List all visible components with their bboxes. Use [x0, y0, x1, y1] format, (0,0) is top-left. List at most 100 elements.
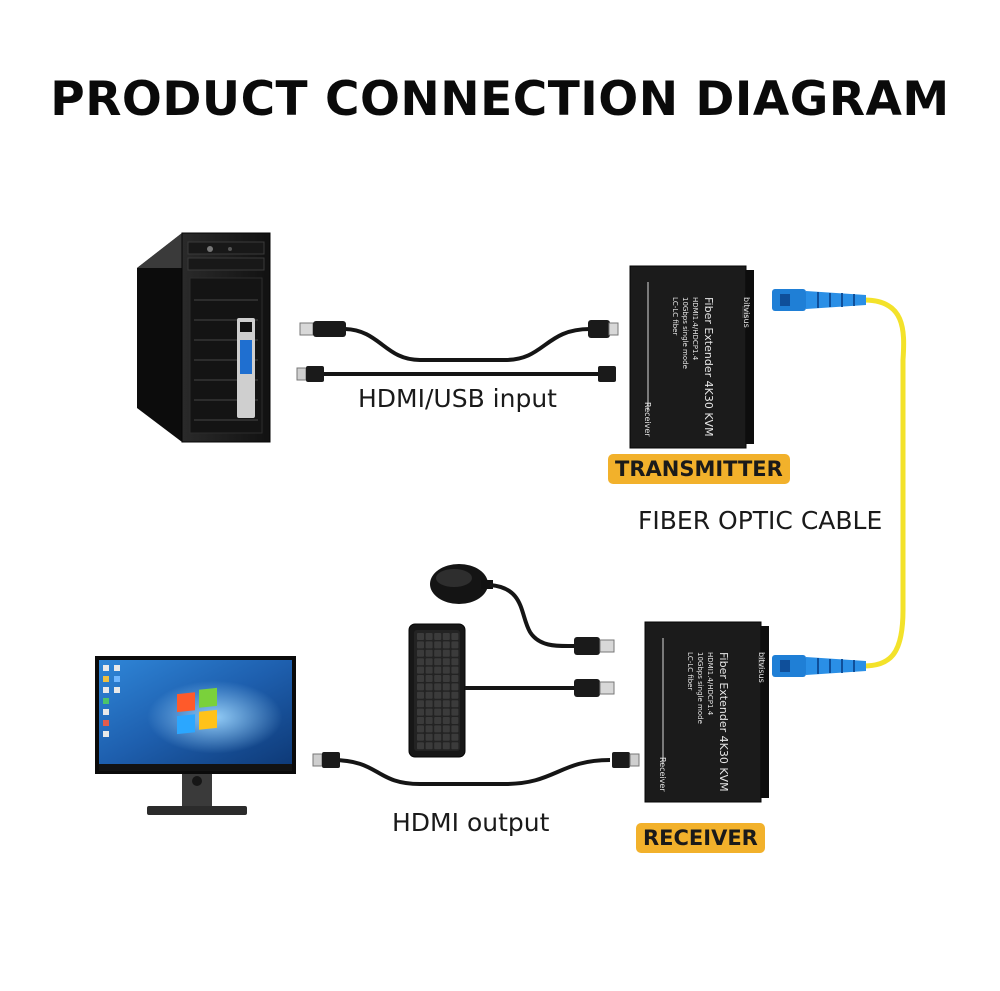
keyboard-key — [417, 725, 424, 733]
keyboard-key — [417, 742, 424, 750]
svg-text:10Gbps single mode: 10Gbps single mode — [696, 652, 704, 724]
keyboard-key — [451, 658, 459, 666]
keyboard-key — [451, 733, 459, 741]
keyboard-key — [434, 725, 442, 733]
keyboard-key — [434, 708, 442, 716]
keyboard-key — [417, 733, 424, 741]
receiver-device: bitvisus Fiber Extender 4K30 KVM HDMI1.4… — [644, 621, 769, 803]
keyboard-key — [434, 717, 442, 724]
svg-text:bitvisus: bitvisus — [742, 297, 751, 328]
keyboard-key — [425, 649, 433, 657]
keyboard-key — [451, 666, 459, 674]
keyboard-key — [417, 691, 424, 699]
keyboard-key — [425, 725, 433, 733]
transmitter-device: bitvisus Fiber Extender 4K30 KVM HDMI1.4… — [629, 265, 754, 449]
keyboard-key — [442, 683, 450, 691]
keyboard-key — [425, 641, 433, 649]
keyboard-key — [442, 725, 450, 733]
keyboard-key — [425, 733, 433, 741]
receiver-badge: RECEIVER — [636, 823, 765, 853]
monitor-icon — [95, 656, 296, 815]
keyboard-key — [451, 675, 459, 682]
transmitter-label-text: bitvisus Fiber Extender 4K30 KVM HDMI1.4… — [643, 297, 751, 437]
svg-text:Receiver: Receiver — [643, 402, 652, 437]
keyboard-key — [442, 658, 450, 666]
keyboard-key — [434, 733, 442, 741]
keyboard-key — [434, 700, 442, 708]
keyboard-key — [442, 700, 450, 708]
keyboard-key — [442, 633, 450, 640]
hdmi-output-label: HDMI output — [392, 808, 550, 837]
keyboard-key — [434, 641, 442, 649]
keyboard-key — [451, 641, 459, 649]
keyboard-key — [425, 666, 433, 674]
keyboard-keys — [417, 633, 459, 750]
keyboard-key — [417, 649, 424, 657]
keyboard-key — [425, 633, 433, 640]
transmitter-badge: TRANSMITTER — [608, 454, 790, 484]
keyboard-key — [451, 717, 459, 724]
keyboard-key — [425, 717, 433, 724]
keyboard-key — [434, 742, 442, 750]
hdmi-usb-input-label: HDMI/USB input — [358, 384, 557, 413]
svg-text:LC-LC fiber: LC-LC fiber — [686, 652, 694, 690]
keyboard-key — [425, 700, 433, 708]
keyboard-key — [451, 683, 459, 691]
svg-text:Receiver: Receiver — [658, 757, 667, 792]
keyboard-key — [451, 742, 459, 750]
hdmi-output-cable — [312, 752, 640, 786]
keyboard-key — [417, 633, 424, 640]
svg-text:Fiber Extender 4K30 KVM: Fiber Extender 4K30 KVM — [702, 297, 715, 437]
svg-text:bitvisus: bitvisus — [757, 652, 766, 683]
keyboard-key — [425, 683, 433, 691]
keyboard-key — [442, 641, 450, 649]
svg-text:HDMI1.4/HDCP1.4: HDMI1.4/HDCP1.4 — [706, 652, 714, 716]
page-title: PRODUCT CONNECTION DIAGRAM — [50, 72, 950, 127]
hdmi-usb-input-cables — [296, 320, 619, 382]
windows-logo-icon — [177, 687, 217, 735]
keyboard-key — [417, 641, 424, 649]
keyboard-key — [434, 666, 442, 674]
svg-text:10Gbps single mode: 10Gbps single mode — [681, 297, 689, 369]
pc-tower-icon — [137, 232, 271, 443]
keyboard-key — [451, 708, 459, 716]
keyboard-key — [434, 691, 442, 699]
keyboard-key — [442, 742, 450, 750]
desktop-icons — [103, 665, 120, 737]
keyboard-key — [442, 708, 450, 716]
keyboard-key — [434, 683, 442, 691]
keyboard-key — [425, 742, 433, 750]
keyboard-key — [417, 708, 424, 716]
keyboard-key — [442, 666, 450, 674]
fiber-optic-cable — [772, 289, 907, 677]
keyboard-key — [425, 708, 433, 716]
keyboard-key — [451, 691, 459, 699]
keyboard-key — [417, 683, 424, 691]
keyboard-key — [417, 675, 424, 682]
keyboard-icon — [408, 623, 615, 758]
fiber-optic-cable-label: FIBER OPTIC CABLE — [638, 506, 883, 535]
keyboard-key — [417, 666, 424, 674]
svg-text:HDMI1.4/HDCP1.4: HDMI1.4/HDCP1.4 — [691, 297, 699, 361]
keyboard-key — [442, 733, 450, 741]
keyboard-key — [442, 691, 450, 699]
svg-text:Fiber Extender 4K30 KVM: Fiber Extender 4K30 KVM — [717, 652, 730, 792]
keyboard-key — [417, 658, 424, 666]
keyboard-key — [434, 675, 442, 682]
keyboard-key — [425, 658, 433, 666]
keyboard-key — [442, 675, 450, 682]
keyboard-key — [451, 700, 459, 708]
keyboard-key — [451, 633, 459, 640]
keyboard-key — [442, 717, 450, 724]
keyboard-key — [417, 717, 424, 724]
keyboard-key — [451, 725, 459, 733]
svg-text:LC-LC fiber: LC-LC fiber — [671, 297, 679, 335]
keyboard-key — [434, 633, 442, 640]
mouse-icon — [430, 564, 615, 655]
keyboard-key — [451, 649, 459, 657]
keyboard-key — [434, 649, 442, 657]
receiver-label-text: bitvisus Fiber Extender 4K30 KVM HDMI1.4… — [658, 652, 766, 792]
keyboard-key — [442, 649, 450, 657]
